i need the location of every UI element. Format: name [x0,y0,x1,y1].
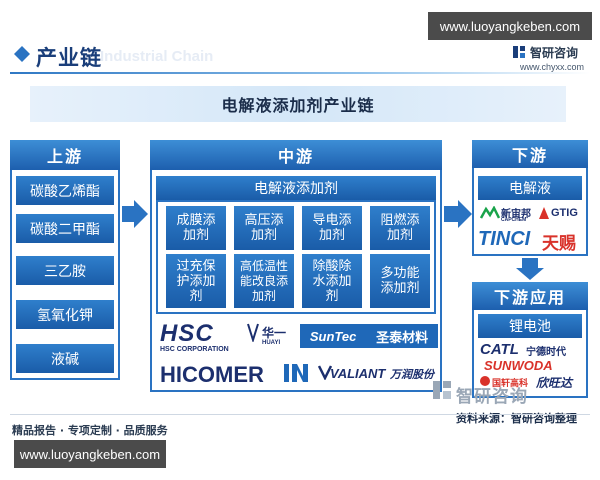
in-logo-icon [284,364,308,382]
right-arrow-icon [134,200,148,228]
diamond-icon [14,46,30,62]
watermark-url-top[interactable]: www.luoyangkeben.com [428,12,592,40]
additive-item: 阻燃添加剂 [370,206,430,250]
right-arrow-icon [458,200,472,228]
upstream-item: 碳酸乙烯酯 [16,176,114,205]
suntec-logo-cn: 圣泰材料 [376,329,429,345]
capchem-logo-sub: CAPCHEM [501,217,527,223]
additive-item: 高压添加剂 [234,206,294,250]
brand-logo-icon [513,46,525,58]
additive-item: 成膜添加剂 [166,206,226,250]
title-ghost-text: Industrial Chain [100,48,214,65]
tinci-logo-cn: 天赐 [542,234,576,253]
guoxuan-logo: 国轩高科 [492,378,529,388]
footer-divider [10,414,590,415]
footer-brand: 智研咨询 [456,387,528,407]
gtig-logo-icon [539,207,549,219]
gtig-logo: GTIG [551,207,578,219]
upstream-item: 氢氧化钾 [16,300,114,329]
catl-logo-cn: 宁德时代 [526,347,566,358]
main-title-band: 电解液添加剂产业链 [30,86,566,122]
upstream-item: 碳酸二甲酯 [16,214,114,243]
huayi-logo-sub: HUAYI [262,340,281,346]
additive-item: 过充保护添加剂 [166,254,226,308]
downstream-item: 电解液 [478,176,582,200]
flow-arrow-body [522,258,538,268]
sunwoda-logo: SUNWODA [484,358,553,373]
additive-item: 除酸除水添加剂 [302,254,362,308]
additive-panel [156,200,436,314]
midstream-subheading: 电解液添加剂 [156,176,436,200]
brand-name: 智研咨询 [530,46,579,60]
down-arrow-icon [516,268,544,280]
catl-logo: CATL [480,341,519,358]
additive-item: 高低温性能改良添加剂 [234,254,294,308]
hsc-logo-sub: HSC CORPORATION [160,346,229,353]
xinwangda-logo: 欣旺达 [536,376,573,390]
application-item: 锂电池 [478,314,582,338]
hicomer-logo: HICOMER [160,362,264,387]
guoxuan-logo-icon [480,376,490,386]
additive-item: 多功能添加剂 [370,254,430,308]
downstream-heading: 下游 [472,140,588,168]
source-note: 资料来源：智研咨询整理 [456,412,577,425]
huayi-logo: 华一 [262,326,287,340]
suntec-logo-text: SunTec [309,328,357,344]
additive-item: 导电添加剂 [302,206,362,250]
upstream-heading: 上游 [10,140,120,170]
footer-tags: 精品报告 · 专项定制 · 品质服务 [12,424,168,437]
brand-url: www.chyxx.com [520,62,585,72]
valiant-logo: VALIANT [330,366,386,381]
flow-arrow-body [122,206,134,222]
upstream-item: 三乙胺 [16,256,114,285]
suntec-logo: SunTec 圣泰材料 [300,324,438,348]
watermark-url-bottom[interactable]: www.luoyangkeben.com [14,440,166,468]
valiant-logo-cn: 万润股份 [390,369,434,381]
huayi-logo-icon [247,323,259,342]
midstream-heading: 中游 [150,140,442,170]
brand-logo-icon [433,381,451,399]
upstream-item: 液碱 [16,344,114,373]
flow-arrow-body [444,206,458,222]
tinci-logo: TINCI [478,228,531,250]
capchem-logo-icon [480,206,500,219]
header-divider [10,72,590,74]
application-heading: 下游应用 [472,282,588,310]
valiant-logo-icon [318,365,332,380]
page-title: 产业链 [36,46,102,70]
xinzhoubang-logo: 新宙邦 [501,209,531,220]
hsc-logo: HSC [160,320,214,347]
diagram-title: 电解液添加剂产业链 [221,96,375,115]
